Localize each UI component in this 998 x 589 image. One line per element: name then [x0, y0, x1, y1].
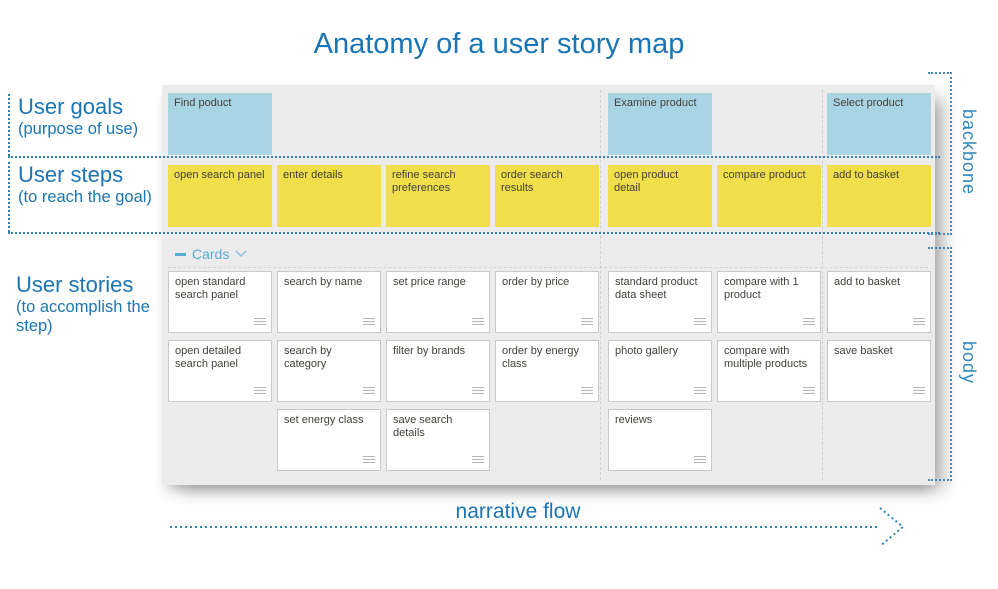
story-card-label: open detailed search panel — [175, 345, 242, 371]
note-lines-icon — [254, 387, 266, 396]
cards-section-toggle[interactable]: Cards — [175, 246, 247, 262]
collapse-minus-icon — [175, 252, 186, 256]
story-card[interactable]: search by category — [277, 340, 381, 402]
goal-card[interactable]: Examine product — [608, 93, 712, 155]
story-card-label: set energy class — [284, 414, 364, 426]
step-card[interactable]: add to basket — [827, 165, 931, 227]
note-lines-icon — [472, 318, 484, 327]
column-group-separator — [822, 90, 823, 480]
story-card-label: compare with 1 product — [724, 276, 799, 302]
story-card[interactable]: compare with 1 product — [717, 271, 821, 333]
legend-user-stories-title: User stories — [16, 272, 134, 297]
step-card-label: open product detail — [614, 169, 679, 195]
story-card-label: set price range — [393, 276, 466, 288]
story-card[interactable]: open detailed search panel — [168, 340, 272, 402]
note-lines-icon — [254, 318, 266, 327]
story-card[interactable]: reviews — [608, 409, 712, 471]
note-lines-icon — [472, 387, 484, 396]
story-card-label: search by name — [284, 276, 363, 288]
step-card[interactable]: compare product — [717, 165, 821, 227]
legend-user-goals-subtitle: (purpose of use) — [18, 120, 139, 138]
chevron-down-icon — [235, 250, 247, 258]
step-card[interactable]: refine search preferences — [386, 165, 490, 227]
story-card-label: photo gallery — [615, 345, 678, 357]
story-card[interactable]: photo gallery — [608, 340, 712, 402]
step-card[interactable]: enter details — [277, 165, 381, 227]
legend-user-goals-title: User goals — [18, 94, 124, 119]
row-separator-steps-stories — [8, 232, 940, 234]
backbone-label: backbone — [959, 109, 979, 196]
story-card-label: order by price — [502, 276, 570, 288]
note-lines-icon — [694, 387, 706, 396]
story-map-board: Find poduct Examine product Select produ… — [162, 85, 935, 485]
note-lines-icon — [472, 456, 484, 465]
story-card-label: order by energy class — [502, 345, 580, 371]
backbone-bracket — [928, 72, 952, 235]
body-label: body — [959, 341, 979, 385]
note-lines-icon — [913, 387, 925, 396]
story-card-label: save basket — [834, 345, 893, 357]
note-lines-icon — [363, 387, 375, 396]
story-card[interactable]: order by price — [495, 271, 599, 333]
goal-card-label: Examine product — [614, 97, 697, 109]
note-lines-icon — [694, 318, 706, 327]
legend-user-steps-subtitle: (to reach the goal) — [18, 188, 152, 206]
step-card[interactable]: open search panel — [168, 165, 272, 227]
page-title: Anatomy of a user story map — [313, 28, 685, 60]
story-card[interactable]: save basket — [827, 340, 931, 402]
story-card-label: save search details — [393, 414, 453, 440]
legend-user-steps: User steps (to reach the goal) — [8, 162, 152, 232]
story-card-label: add to basket — [834, 276, 901, 288]
story-card[interactable]: set energy class — [277, 409, 381, 471]
note-lines-icon — [363, 456, 375, 465]
note-lines-icon — [803, 318, 815, 327]
story-card-label: standard product data sheet — [615, 276, 698, 302]
step-card[interactable]: open product detail — [608, 165, 712, 227]
legend-user-stories: User stories (to accomplish the step) — [16, 272, 174, 337]
step-card-label: open search panel — [174, 169, 265, 181]
goal-card-label: Select product — [833, 97, 904, 109]
step-card-label: compare product — [723, 169, 806, 181]
story-card[interactable]: open standard search panel — [168, 271, 272, 333]
step-card-label: order search results — [501, 169, 563, 195]
legend-user-steps-title: User steps — [18, 162, 124, 187]
story-card[interactable]: save search details — [386, 409, 490, 471]
note-lines-icon — [694, 456, 706, 465]
body-bracket — [928, 247, 952, 481]
story-card-label: open standard search panel — [175, 276, 246, 302]
story-card-label: reviews — [615, 414, 653, 426]
note-lines-icon — [803, 387, 815, 396]
narrative-flow-label: narrative flow — [455, 500, 581, 523]
note-lines-icon — [581, 318, 593, 327]
legend-user-goals: User goals (purpose of use) — [8, 94, 138, 156]
story-card[interactable]: filter by brands — [386, 340, 490, 402]
note-lines-icon — [913, 318, 925, 327]
step-card[interactable]: order search results — [495, 165, 599, 227]
step-card-label: enter details — [283, 169, 343, 181]
step-card-label: add to basket — [833, 169, 900, 181]
note-lines-icon — [363, 318, 375, 327]
story-card[interactable]: compare with multiple products — [717, 340, 821, 402]
story-card[interactable]: set price range — [386, 271, 490, 333]
story-card[interactable]: add to basket — [827, 271, 931, 333]
story-card-label: compare with multiple products — [724, 345, 808, 371]
goal-card[interactable]: Select product — [827, 93, 931, 155]
legend-user-stories-subtitle: (to accomplish the step) — [16, 298, 150, 336]
goal-card-label: Find poduct — [174, 97, 232, 109]
step-card-label: refine search preferences — [392, 169, 456, 195]
story-card[interactable]: standard product data sheet — [608, 271, 712, 333]
narrative-flow-arrow — [170, 507, 905, 547]
goal-card[interactable]: Find poduct — [168, 93, 272, 155]
story-card[interactable]: order by energy class — [495, 340, 599, 402]
story-card[interactable]: search by name — [277, 271, 381, 333]
cards-section-label: Cards — [192, 246, 230, 262]
column-group-separator — [600, 90, 601, 480]
story-card-label: filter by brands — [393, 345, 466, 357]
story-card-label: search by category — [284, 345, 332, 371]
note-lines-icon — [581, 387, 593, 396]
row-separator-goals-steps — [8, 156, 940, 158]
cards-section-separator — [168, 267, 928, 268]
